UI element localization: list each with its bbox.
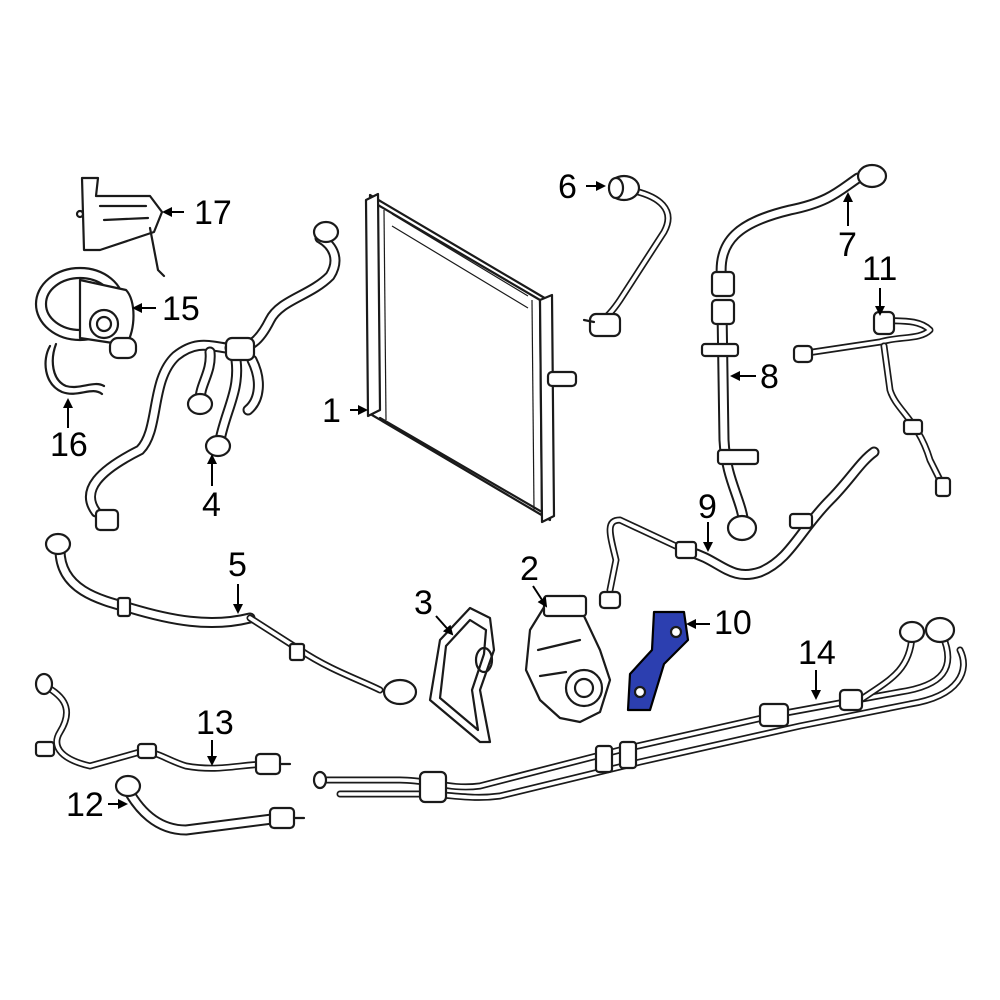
- part-14-pipe[interactable]: [312, 616, 967, 804]
- part-13-pipe[interactable]: [34, 672, 292, 776]
- callout-12[interactable]: 12: [66, 786, 104, 824]
- part-4-hose[interactable]: [85, 220, 341, 532]
- callout-1[interactable]: 1: [322, 392, 341, 430]
- callout-13[interactable]: 13: [196, 704, 234, 742]
- callout-11[interactable]: 11: [862, 250, 897, 288]
- callout-14[interactable]: 14: [798, 634, 836, 672]
- callout-2[interactable]: 2: [520, 550, 539, 588]
- part-17-bracket[interactable]: [75, 176, 166, 278]
- callout-6[interactable]: 6: [558, 168, 577, 206]
- part-10-bracket-highlighted[interactable]: [626, 610, 690, 712]
- part-5-hose[interactable]: [44, 532, 418, 706]
- callout-7[interactable]: 7: [838, 226, 857, 264]
- callout-17[interactable]: 17: [194, 194, 232, 232]
- part-11-pipe[interactable]: [792, 310, 952, 498]
- part-1-radiator[interactable]: [364, 192, 578, 524]
- leader-lines: [63, 181, 885, 809]
- part-16-clamp[interactable]: [44, 342, 106, 396]
- part-12-pipe[interactable]: [114, 774, 306, 836]
- callout-5[interactable]: 5: [228, 546, 247, 584]
- callout-4[interactable]: 4: [202, 486, 221, 524]
- callout-3[interactable]: 3: [414, 584, 433, 622]
- callout-labels: 1 2 3 4 5 6 7 8 9 10 11 12 13 14 15 16 1…: [50, 168, 897, 824]
- part-9-pipe[interactable]: [598, 446, 880, 610]
- part-15-pump[interactable]: [34, 266, 138, 360]
- part-6-hose[interactable]: [582, 174, 672, 338]
- callout-16[interactable]: 16: [50, 426, 88, 464]
- part-8-hose[interactable]: [700, 298, 760, 542]
- callout-9[interactable]: 9: [698, 488, 717, 526]
- callout-10[interactable]: 10: [714, 604, 752, 642]
- callout-15[interactable]: 15: [162, 290, 200, 328]
- callout-8[interactable]: 8: [760, 358, 779, 396]
- part-2-valve[interactable]: [524, 594, 612, 724]
- part-7-hose[interactable]: [710, 163, 888, 298]
- part-3-shield[interactable]: [428, 606, 496, 744]
